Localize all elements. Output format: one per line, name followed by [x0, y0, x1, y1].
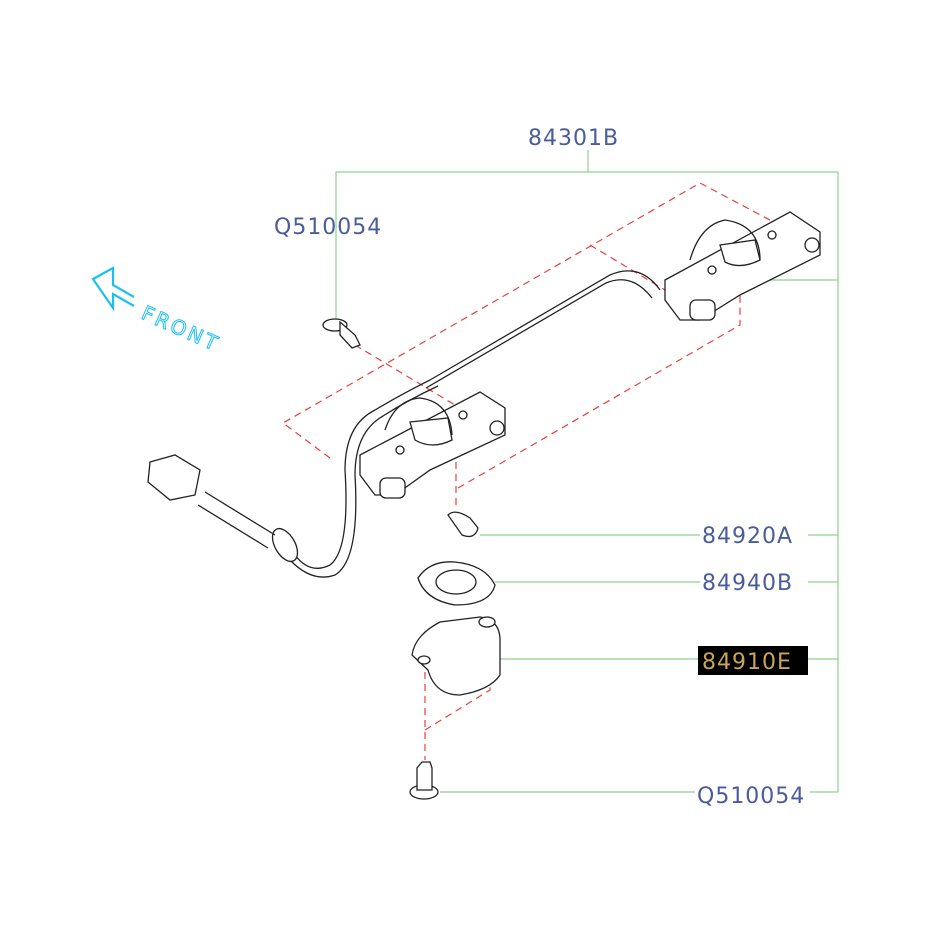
screw-bottom [409, 761, 439, 800]
part-label-84301B[interactable]: 84301B [528, 126, 619, 151]
gasket [417, 561, 496, 606]
leader-lines [335, 150, 839, 793]
part-label-84940B[interactable]: 84940B [702, 571, 793, 596]
part-label-84910E[interactable]: 84910E [702, 650, 792, 675]
bulb [447, 511, 479, 538]
lamp-lens [411, 616, 501, 696]
assembly-dashed-lines [281, 182, 786, 760]
part-label-84920A[interactable]: 84920A [702, 524, 793, 549]
part-label-q510054-bottom[interactable]: Q510054 [697, 784, 805, 809]
screw-top [322, 318, 361, 349]
highlight-box [698, 646, 808, 675]
part-label-q510054-top[interactable]: Q510054 [274, 215, 382, 240]
front-indicator-label: FRONT [138, 301, 224, 357]
front-arrow-icon [91, 266, 135, 312]
license-lamp-harness [147, 211, 821, 578]
